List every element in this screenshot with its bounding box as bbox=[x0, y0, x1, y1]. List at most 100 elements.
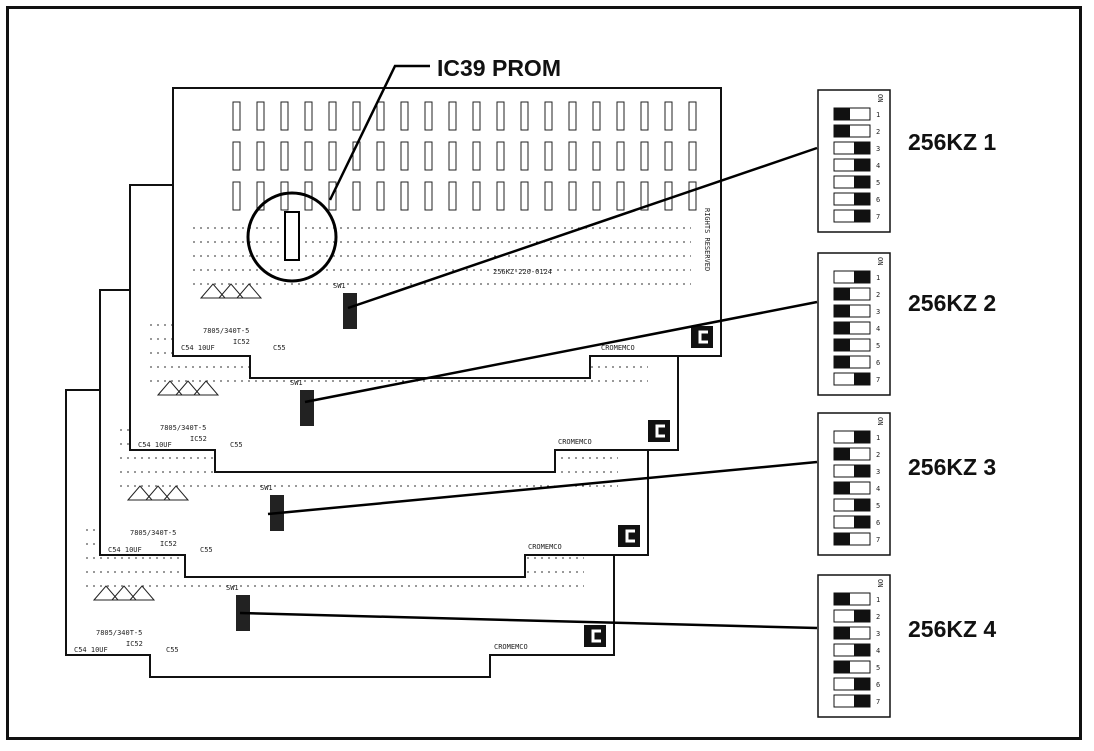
ic-chip bbox=[448, 101, 457, 131]
maker-text: CROMEMCO bbox=[558, 438, 592, 446]
ic-chip bbox=[400, 141, 409, 171]
maker-text: CROMEMCO bbox=[601, 344, 635, 352]
dip-position-label: 6 bbox=[876, 196, 880, 204]
dip-position-label: 5 bbox=[876, 502, 880, 510]
onboard-dip-switch bbox=[300, 390, 314, 426]
ic-chip bbox=[616, 101, 625, 131]
ic-chip bbox=[448, 141, 457, 171]
ic-chip bbox=[520, 101, 529, 131]
regulator-text: 7805/340T-5 bbox=[96, 629, 142, 637]
cromemco-logo bbox=[618, 525, 640, 547]
dip-position-label: 5 bbox=[876, 179, 880, 187]
ic-chip bbox=[376, 101, 385, 131]
ic52-text: IC52 bbox=[126, 640, 143, 648]
c54-text: C54 10UF bbox=[108, 546, 142, 554]
dip-on-label: ON bbox=[876, 257, 884, 265]
ic-chip bbox=[328, 181, 337, 211]
ic39-circle bbox=[246, 191, 338, 283]
regulator-shape bbox=[110, 585, 138, 601]
regulator-shape bbox=[156, 380, 184, 396]
ic-chip bbox=[568, 141, 577, 171]
ic-chip bbox=[688, 181, 697, 211]
dip-switch-actuator bbox=[854, 210, 870, 222]
ic-chip bbox=[520, 141, 529, 171]
ic-chip bbox=[520, 181, 529, 211]
leader-board-4 bbox=[239, 611, 818, 630]
regulator-shape bbox=[126, 485, 154, 501]
dip-switch-actuator bbox=[854, 176, 870, 188]
ic-chip bbox=[688, 141, 697, 171]
cromemco-logo bbox=[648, 420, 670, 442]
ic-chip bbox=[664, 181, 673, 211]
c55-text: C55 bbox=[273, 344, 286, 352]
regulator-shape bbox=[199, 283, 227, 299]
ic-chip bbox=[328, 141, 337, 171]
ic-chip bbox=[568, 181, 577, 211]
rights-text: RIGHTS RESERVED bbox=[703, 208, 711, 271]
board-label-2: 256KZ 2 bbox=[908, 290, 996, 316]
dip-switch-actuator bbox=[834, 125, 850, 137]
dip-on-label: ON bbox=[876, 579, 884, 587]
ic-chip bbox=[256, 101, 265, 131]
regulator-shape bbox=[235, 283, 263, 299]
ic39-leader bbox=[328, 64, 430, 201]
dip-position-label: 4 bbox=[876, 485, 880, 493]
ic-chip bbox=[280, 101, 289, 131]
ic-chip bbox=[424, 101, 433, 131]
ic-chip bbox=[688, 101, 697, 131]
dip-switch-actuator bbox=[834, 108, 850, 120]
dip-switch-actuator bbox=[854, 431, 870, 443]
ic-chip bbox=[256, 181, 265, 211]
ic-chip bbox=[352, 141, 361, 171]
ic-chip bbox=[400, 101, 409, 131]
cromemco-logo-c bbox=[698, 330, 708, 344]
dip-position-label: 1 bbox=[876, 274, 880, 282]
ic-chip bbox=[328, 101, 337, 131]
sw1-text: SW1 bbox=[226, 584, 239, 592]
dip-position-label: 2 bbox=[876, 613, 880, 621]
c54-text: C54 10UF bbox=[138, 441, 172, 449]
ic-chip bbox=[352, 101, 361, 131]
dip-position-label: 1 bbox=[876, 596, 880, 604]
ic-chip bbox=[592, 141, 601, 171]
ic39-callout: IC39 PROM bbox=[246, 55, 561, 283]
dip-position-label: 3 bbox=[876, 308, 880, 316]
ic-chip bbox=[592, 101, 601, 131]
dip-switch-actuator bbox=[834, 593, 850, 605]
dip-position-label: 6 bbox=[876, 359, 880, 367]
regulator-shape bbox=[128, 585, 156, 601]
ic-chip bbox=[304, 141, 313, 171]
board-label-3: 256KZ 3 bbox=[908, 454, 996, 480]
dip-position-label: 7 bbox=[876, 376, 880, 384]
dip-position-label: 5 bbox=[876, 342, 880, 350]
ic-chip bbox=[544, 141, 553, 171]
dip-switch-actuator bbox=[834, 356, 850, 368]
c54-text: C54 10UF bbox=[181, 344, 215, 352]
ic-chip bbox=[568, 101, 577, 131]
ic-chip bbox=[232, 181, 241, 211]
regulator-text: 7805/340T-5 bbox=[160, 424, 206, 432]
dip-switch-actuator bbox=[834, 339, 850, 351]
dip-position-label: 3 bbox=[876, 145, 880, 153]
ic-chip bbox=[280, 181, 289, 211]
board-label-4: 256KZ 4 bbox=[908, 616, 996, 642]
dip-switch-actuator bbox=[834, 482, 850, 494]
dip-switch-actuator bbox=[854, 159, 870, 171]
regulator-text: 7805/340T-5 bbox=[203, 327, 249, 335]
dip-position-label: 1 bbox=[876, 111, 880, 119]
dip-on-label: ON bbox=[876, 94, 884, 102]
ic-chip bbox=[352, 181, 361, 211]
sw1-text: SW1 bbox=[260, 484, 273, 492]
ic-chip bbox=[448, 181, 457, 211]
dip-position-label: 2 bbox=[876, 128, 880, 136]
ic39-label: IC39 PROM bbox=[437, 55, 561, 81]
ic52-text: IC52 bbox=[160, 540, 177, 548]
dip-position-label: 3 bbox=[876, 630, 880, 638]
ic-chip bbox=[616, 141, 625, 171]
ic-chip bbox=[424, 181, 433, 211]
pcb-outline bbox=[172, 87, 722, 379]
regulator-shape bbox=[192, 380, 220, 396]
